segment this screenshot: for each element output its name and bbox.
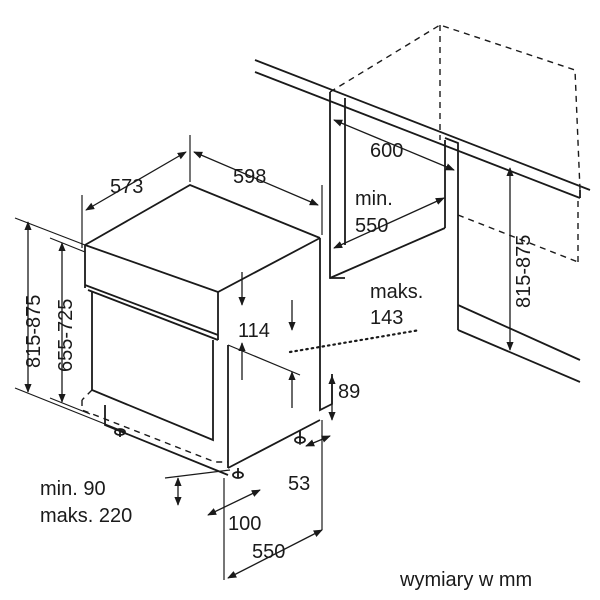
label-depth-bottom: 550: [252, 541, 285, 563]
countertop-niche: [254, 24, 591, 383]
label-niche-min-value: 550: [355, 215, 388, 237]
label-max-bottom: maks. 220: [40, 505, 132, 527]
units-note: wymiary w mm: [399, 569, 532, 591]
label-height-total: 815-875: [23, 295, 45, 368]
label-niche-min: min.: [355, 188, 393, 210]
label-plinth-height: 89: [338, 381, 360, 403]
label-niche-width: 600: [370, 140, 403, 162]
label-max: maks.: [370, 281, 423, 303]
label-niche-height: 815-875: [513, 235, 535, 308]
label-plinth-depth: 53: [288, 473, 310, 495]
label-min-bottom: min. 90: [40, 478, 106, 500]
label-width: 598: [233, 166, 266, 188]
label-panel-height: 114: [238, 320, 270, 342]
dimension-labels: 573 598 600 min. 550 815-875 815-875 655…: [23, 140, 535, 591]
dishwasher-body: [81, 184, 333, 479]
label-max-value: 143: [370, 307, 403, 329]
label-depth: 573: [110, 176, 143, 198]
dimension-lines: [14, 119, 514, 580]
label-foot-depth: 100: [228, 513, 261, 535]
label-height-front: 655-725: [55, 299, 77, 372]
